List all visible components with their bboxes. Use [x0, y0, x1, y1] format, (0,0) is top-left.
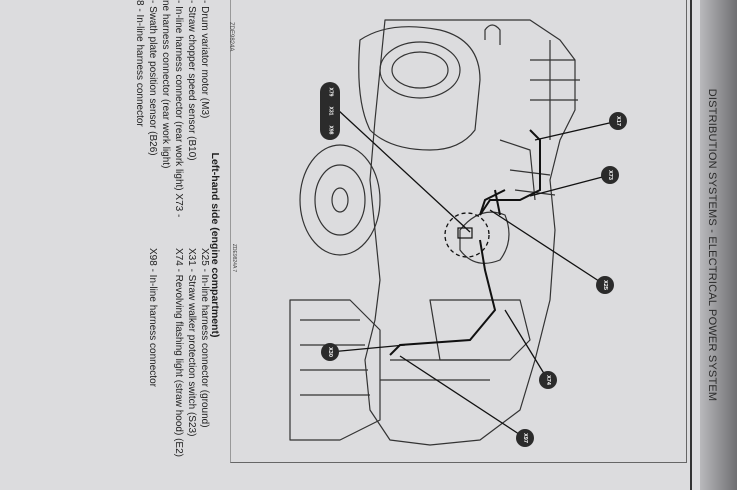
callout-x25: X25 [596, 276, 614, 294]
callout-x97: X97 [516, 429, 534, 447]
combine-harvester-drawing [289, 19, 619, 446]
legend-item: X98 - In-line harness connector [147, 248, 158, 387]
page-shadow [700, 0, 737, 490]
legend-item: ne harness connector (rear work light) [160, 0, 171, 169]
legend-item: 8 - In-line harness connector [134, 0, 145, 127]
callout-x79: X79 [327, 87, 333, 97]
legend-item: X31 - Straw walker protection switch (S2… [186, 248, 197, 437]
legend-item: - Drum variator motor (M3) [199, 0, 210, 119]
legend-item: - Swath plate position sensor (B26) [147, 0, 158, 156]
header-rule [690, 0, 692, 490]
callout-x17: X17 [609, 112, 627, 130]
section-title: Left-hand side (engine compartment) [209, 152, 221, 338]
callout-stack: X79 X31 X98 [320, 82, 340, 140]
legend-item: X74 - Revolving flashing light (straw ho… [173, 248, 184, 457]
page-header-title: DISTRIBUTION SYSTEMS - ELECTRICAL POWER … [706, 88, 718, 402]
callout-x31: X31 [327, 106, 333, 116]
legend-item: - In-line harness connector (rear work l… [173, 0, 184, 218]
legend-item: - Straw chopper speed sensor (B10) [186, 0, 197, 161]
callout-x74: X74 [539, 371, 557, 389]
callout-x98: X98 [327, 125, 333, 135]
legend-item: X25 - In-line harness connector (ground) [199, 248, 210, 428]
callout-x30: X30 [321, 343, 339, 361]
figure-frame [230, 0, 687, 463]
callout-x73: X73 [601, 166, 619, 184]
